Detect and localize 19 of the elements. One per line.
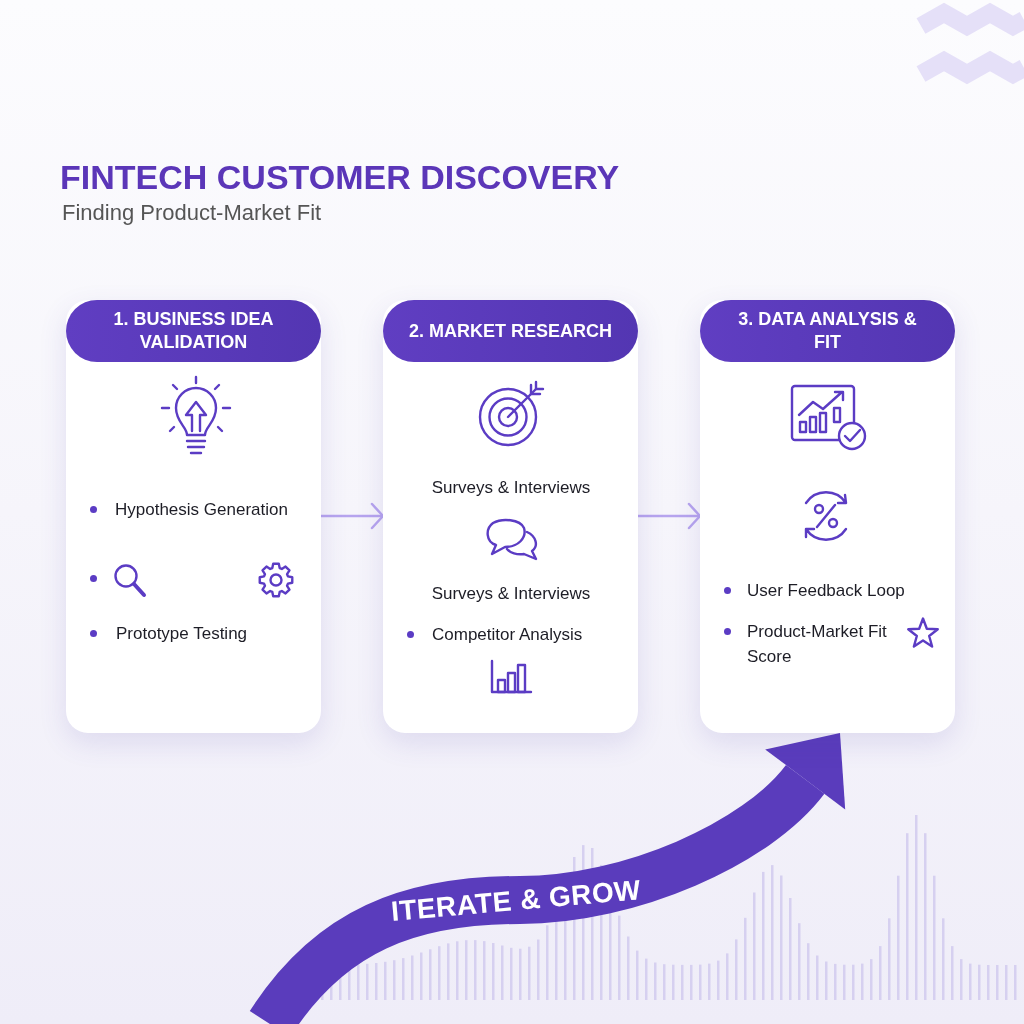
edge-label: ITERATE & GROW bbox=[389, 874, 643, 928]
bullet-text: Product-Market Fit Score bbox=[747, 620, 888, 668]
arrow bbox=[636, 502, 702, 530]
arrow bbox=[319, 502, 385, 530]
bullet-text: Prototype Testing bbox=[116, 622, 248, 645]
subtitle: Finding Product-Market Fit bbox=[62, 200, 322, 226]
item-text: Surveys & Interviews bbox=[431, 476, 591, 499]
stage-card bbox=[383, 300, 638, 733]
item-text: Surveys & Interviews bbox=[431, 582, 591, 605]
bullet-text: Competitor Analysis bbox=[432, 623, 583, 646]
stage-heading: 3. DATA ANALYSIS & FIT bbox=[700, 300, 955, 362]
curved-arrow bbox=[250, 735, 844, 1024]
stage-card bbox=[66, 300, 321, 733]
bullet-text: Hypothesis Generation bbox=[115, 498, 288, 521]
stage-card bbox=[700, 300, 955, 733]
bullet-text: User Feedback Loop bbox=[747, 579, 905, 602]
title: FINTECH CUSTOMER DISCOVERY bbox=[60, 158, 620, 197]
stage-heading: 1. BUSINESS IDEA VALIDATION bbox=[66, 300, 321, 362]
stage-heading: 2. MARKET RESEARCH bbox=[383, 300, 638, 362]
